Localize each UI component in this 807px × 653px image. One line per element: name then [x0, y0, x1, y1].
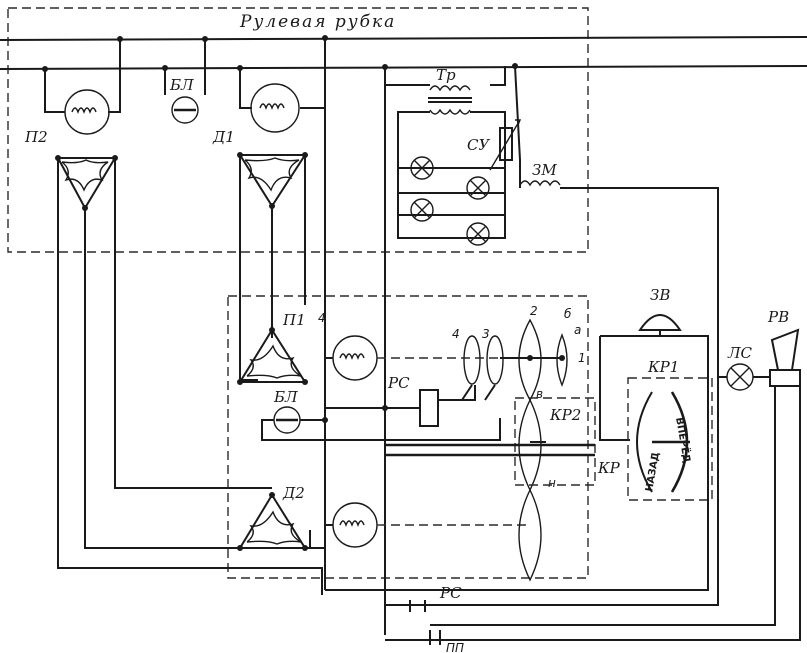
label-contact-2: 2	[530, 304, 538, 318]
label-contact-n: н	[548, 476, 556, 490]
winding-zm	[514, 65, 719, 268]
selsyn-p1	[237, 327, 308, 385]
equipment-boundary	[227, 295, 589, 579]
label-contact-v: в	[536, 387, 543, 401]
scale-back: НАЗАД	[644, 451, 662, 492]
label-rv: РВ	[767, 308, 789, 326]
interconnect-wires	[57, 67, 386, 635]
label-bl-bottom: БЛ	[273, 388, 298, 406]
selsyn-rotor-lower	[325, 502, 530, 548]
bell-zv	[599, 314, 709, 441]
label-pp-bottom: ПП	[446, 641, 464, 653]
label-su: СУ	[467, 136, 490, 154]
wheelhouse-title: Рулевая рубка	[239, 12, 396, 32]
label-contact-4: 4	[452, 327, 460, 341]
supply-bus-top	[0, 35, 807, 72]
contactor-kr2-box	[385, 397, 596, 486]
label-zm: ЗМ	[532, 161, 557, 179]
selsyn-d2	[85, 492, 325, 551]
wheelhouse-boundary	[7, 7, 589, 253]
cam-contacts	[461, 318, 568, 582]
lamp-matrix	[398, 156, 505, 246]
rheostat-su	[489, 119, 522, 171]
selsyn-p2	[44, 39, 121, 211]
label-kr: КР	[597, 459, 621, 477]
scale-forward: ВПЕРЁД	[673, 416, 695, 464]
label-ls: ЛС	[727, 344, 753, 362]
label-contact-1: 1	[578, 351, 586, 365]
label-bl-top: БЛ	[169, 76, 194, 94]
label-d1: Д1	[212, 128, 235, 146]
label-contact-a: а	[574, 323, 581, 337]
label-kr1: КР1	[647, 358, 679, 376]
label-rs: РС	[387, 374, 410, 392]
label-d2: Д2	[282, 484, 305, 502]
label-kr2: КР2	[549, 406, 581, 424]
selsyn-d1	[237, 38, 326, 209]
return-wires	[325, 377, 719, 645]
signal-lamp-top	[164, 39, 206, 124]
selsyn-rotor-upper	[325, 335, 530, 381]
indicator-kr1: ВПЕРЁД НАЗАД	[627, 377, 713, 501]
label-zv: ЗВ	[650, 286, 670, 304]
lamp-ls	[717, 268, 770, 391]
label-p1: П1	[282, 311, 306, 329]
label-contact-b: б	[564, 307, 572, 321]
label-node-4: 4	[318, 311, 326, 325]
relay-rs	[325, 385, 476, 427]
label-contact-3: 3	[482, 327, 490, 341]
horn-rv	[385, 328, 801, 641]
label-p2: П2	[24, 128, 48, 146]
label-rs-bottom: РС	[439, 584, 462, 602]
signal-lamp-bottom	[261, 406, 501, 441]
label-tr: Тр	[436, 66, 456, 84]
